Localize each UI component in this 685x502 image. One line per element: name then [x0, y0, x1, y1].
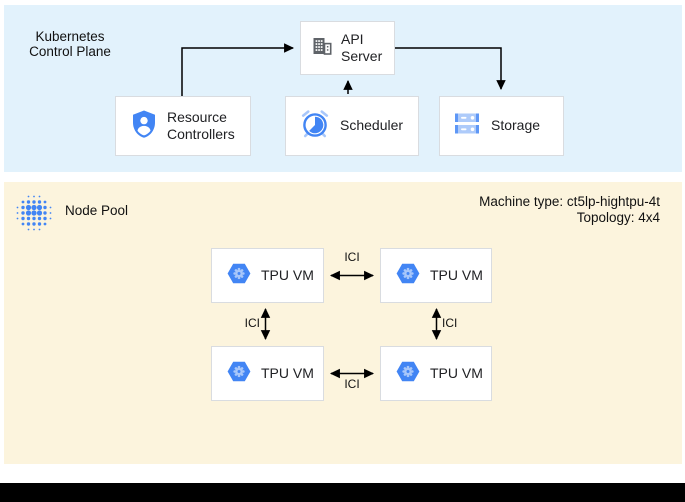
ici-label: ICI — [344, 377, 360, 391]
control-plane-title-line2: Control Plane — [29, 44, 111, 59]
tpu-hexagon-icon — [396, 263, 420, 289]
ici-label: ICI — [244, 316, 260, 330]
tpu-vm-label: TPU VM — [430, 364, 483, 381]
tpu-vm-box: TPU VM — [211, 248, 324, 303]
resource-controllers-box: Resource Controllers — [115, 96, 251, 156]
tpu-vm-label: TPU VM — [261, 266, 314, 283]
alarm-clock-icon — [300, 109, 330, 144]
storage-label: Storage — [491, 117, 541, 134]
tpu-vm-box: TPU VM — [380, 346, 492, 401]
scheduler-box: Scheduler — [285, 96, 419, 156]
node-pool-section — [4, 182, 682, 464]
tpu-hexagon-icon — [227, 263, 251, 289]
machine-type-text: Machine type: ct5lp-hightpu-4t — [479, 194, 660, 209]
server-stack-icon — [453, 112, 481, 141]
storage-box: Storage — [439, 96, 564, 156]
topology-text: Topology: 4x4 — [576, 210, 660, 225]
node-pool-title: Node Pool — [65, 203, 129, 218]
bottom-bar — [0, 483, 685, 502]
tpu-hexagon-icon — [396, 361, 420, 387]
tpu-vm-box: TPU VM — [211, 346, 324, 401]
control-plane-title-line1: Kubernetes — [35, 29, 105, 44]
ici-label: ICI — [442, 316, 458, 330]
shield-user-icon — [131, 109, 157, 144]
tpu-hexagon-icon — [227, 361, 251, 387]
dot-cluster-icon — [14, 194, 54, 237]
api-server-box: API Server — [300, 21, 395, 75]
ici-label: ICI — [344, 250, 360, 264]
scheduler-label: Scheduler — [340, 117, 404, 134]
control-plane-title: Kubernetes Control Plane — [16, 29, 124, 59]
resource-controllers-label: Resource Controllers — [167, 108, 235, 142]
tpu-vm-box: TPU VM — [380, 248, 492, 303]
tpu-vm-label: TPU VM — [430, 266, 483, 283]
tpu-vm-label: TPU VM — [261, 364, 314, 381]
building-icon — [311, 35, 333, 62]
machine-info: Machine type: ct5lp-hightpu-4t Topology:… — [479, 194, 660, 226]
api-server-label: API Server — [341, 30, 383, 64]
